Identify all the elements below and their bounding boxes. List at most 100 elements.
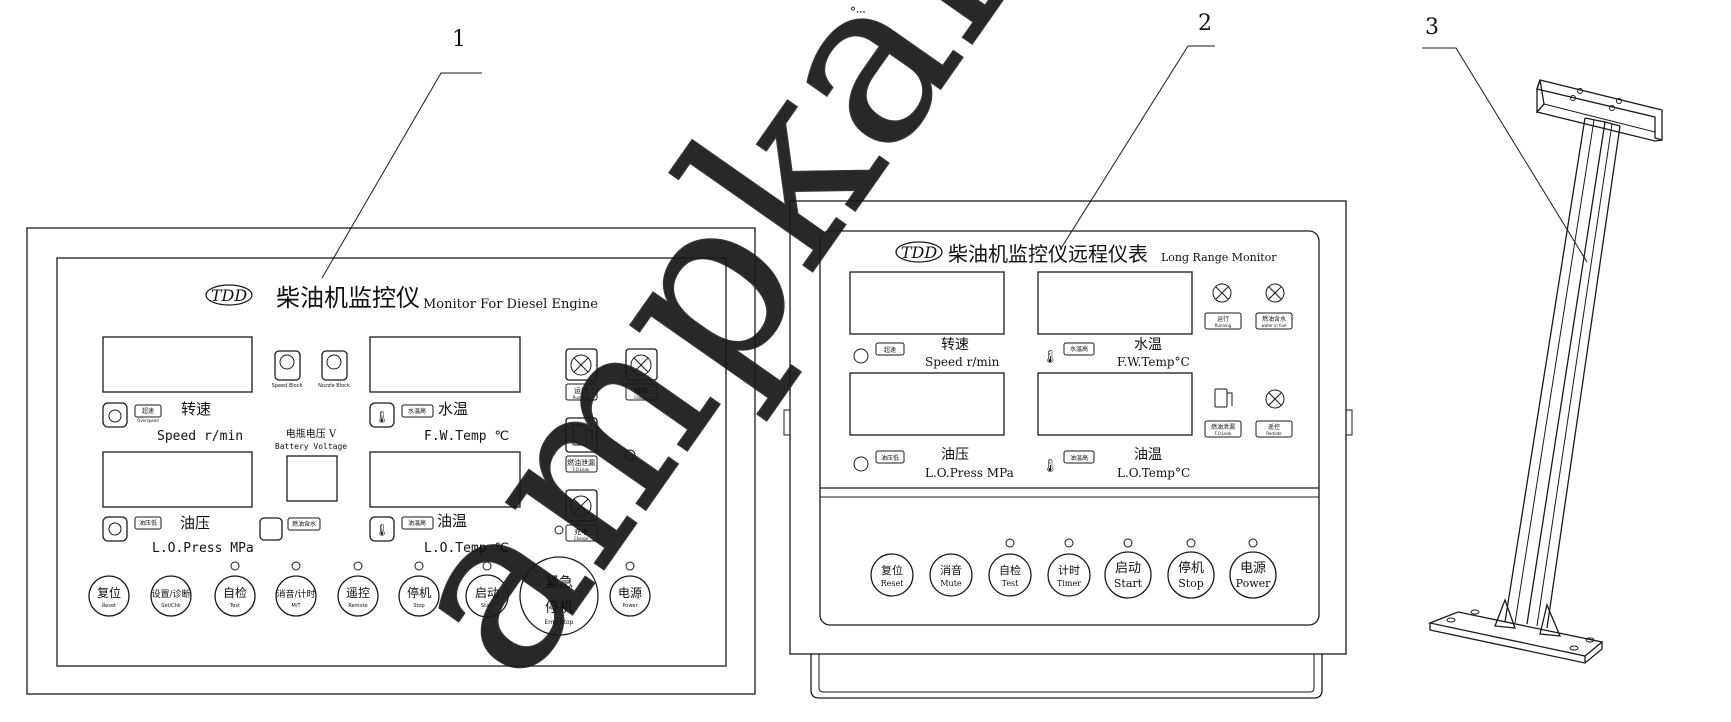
svg-text:复位: 复位	[97, 585, 121, 600]
svg-text:运行: 运行	[1217, 315, 1229, 323]
panel-1-logo: TDD	[205, 284, 253, 306]
mute-timer-button[interactable]: 消音/计时 M/T	[275, 575, 317, 617]
emergency-stop-button[interactable]: 紧急 停机 Emg Stop	[519, 556, 599, 636]
speed-label-en: Speed r/min	[157, 429, 243, 444]
water-in-fuel-icon	[259, 517, 283, 541]
mounting-bracket	[1427, 79, 1663, 664]
start-button[interactable]: 启动 Start	[465, 574, 509, 618]
p2-mute-button[interactable]: 消音 Mute	[929, 553, 973, 597]
panel-1-title-cn: 柴油机监控仪	[276, 284, 420, 312]
p2-oil-pressure-icon	[853, 456, 869, 472]
svg-text:F.O.Leak: F.O.Leak	[1215, 431, 1232, 436]
battery-label-en: Battery Voltage	[275, 442, 347, 451]
power-button[interactable]: 电源 Power	[609, 575, 651, 617]
svg-text:🌡: 🌡	[374, 410, 389, 424]
svg-text:计时: 计时	[1058, 564, 1080, 577]
reset-button[interactable]: 复位 Reset	[88, 575, 130, 617]
p2-oil-pressure-label-en: L.O.Press MPa	[925, 466, 1014, 480]
svg-text:Power: Power	[622, 603, 638, 609]
panel-2-title-en: Long Range Monitor	[1161, 251, 1277, 264]
stop-led	[414, 561, 424, 571]
battery-label-cn: 电瓶电压 V	[286, 427, 337, 440]
nozzle-block-icon	[321, 350, 348, 381]
oil-temp-label-en: L.O.Temp ℃	[424, 541, 509, 556]
svg-text:Remote: Remote	[1266, 431, 1282, 436]
set-check-button[interactable]: 设置/诊断 Set/Chk	[150, 575, 192, 617]
svg-text:紧急: 紧急	[545, 575, 573, 591]
fuel-leak-indicator: 燃油泄漏 F.O.Leak	[565, 417, 598, 473]
svg-text:🌡: 🌡	[374, 523, 389, 537]
p2-overspeed-icon	[853, 348, 869, 364]
test-button[interactable]: 自检 Test	[214, 575, 256, 617]
callout-3: 3	[1425, 15, 1439, 40]
svg-text:Speed Block: Speed Block	[272, 383, 303, 389]
svg-text:Start: Start	[481, 603, 493, 609]
oil-temp-icon	[369, 516, 395, 542]
p2-fw-temp-label-en: F.W.Temp°C	[1117, 355, 1190, 369]
mount-hole	[624, 449, 636, 461]
p2-fw-temp-label-cn: 水温	[1134, 337, 1162, 353]
svg-text:Test: Test	[1002, 579, 1020, 588]
top-mark: °⸱⸱⸱	[850, 5, 866, 19]
svg-text:设置/诊断: 设置/诊断	[151, 588, 190, 600]
svg-text:停机: 停机	[1178, 560, 1204, 576]
svg-text:TDD: TDD	[901, 243, 938, 262]
p2-overspeed-tag	[875, 342, 905, 356]
oil-pressure-tag	[134, 516, 162, 530]
remote-button[interactable]: 遥控 Remote	[337, 575, 379, 617]
panel-2-title-cn: 柴油机监控仪远程仪表	[948, 242, 1148, 266]
svg-text:Running: Running	[1215, 323, 1232, 328]
p2-speed-label-cn: 转速	[941, 337, 969, 353]
p2-timer-button[interactable]: 计时 Timer	[1047, 553, 1091, 597]
p2-oil-pressure-label-cn: 油压	[941, 447, 969, 463]
svg-text:TDD: TDD	[211, 286, 248, 305]
panel-1-outer-frame	[26, 227, 756, 695]
p2-remote-indicator: 遥控 Remote	[1255, 389, 1293, 438]
svg-text:Start: Start	[1114, 577, 1143, 590]
p2-speed-label-en: Speed r/min	[925, 355, 1000, 369]
stop-button[interactable]: 停机 Stop	[398, 575, 440, 617]
p2-fw-temp-tag	[1063, 342, 1095, 356]
svg-text:油温高: 油温高	[1070, 454, 1088, 462]
panel-1-title-en: Monitor For Diesel Engine	[423, 297, 598, 312]
p2-power-button[interactable]: 电源 Power	[1229, 551, 1277, 599]
panel-2-buttons: 复位 Reset 消音 Mute 自检 Test 计时 Timer	[870, 538, 1277, 599]
speed-label-cn: 转速	[181, 400, 211, 418]
fw-temp-icon	[369, 402, 395, 428]
panel-2-inner-frame	[819, 230, 1320, 626]
svg-text:Reset: Reset	[881, 579, 905, 588]
svg-text:消音/计时: 消音/计时	[276, 588, 315, 600]
fw-temp-label-en: F.W.Temp ℃	[424, 429, 509, 444]
p2-fuel-leak-indicator: 燃油泄漏 F.O.Leak	[1204, 388, 1242, 438]
panel-2-logo: TDD	[895, 241, 943, 263]
remote-led	[353, 561, 363, 571]
svg-text:自检: 自检	[223, 585, 247, 600]
emergency-led	[554, 525, 564, 535]
running-indicator: 运行 Running	[565, 348, 598, 401]
svg-text:燃油泄漏: 燃油泄漏	[567, 458, 595, 467]
p2-oil-temp-icon: 🌡	[1042, 458, 1059, 474]
lo-press-display	[102, 451, 253, 508]
speed-display	[102, 336, 253, 393]
svg-text:燃油含水: 燃油含水	[292, 520, 316, 528]
p2-reset-button[interactable]: 复位 Reset	[870, 553, 914, 597]
callout-3-leader	[1422, 47, 1588, 263]
svg-text:燃油含水: 燃油含水	[1262, 315, 1286, 323]
p2-stop-button[interactable]: 停机 Stop	[1167, 551, 1215, 599]
svg-text:复位: 复位	[881, 563, 903, 577]
svg-text:停机: 停机	[407, 585, 431, 600]
p2-start-button[interactable]: 启动 Start	[1104, 551, 1152, 599]
p2-start-led	[1123, 538, 1133, 548]
fw-temp-label-cn: 水温	[438, 400, 468, 418]
svg-text:M/T: M/T	[291, 603, 301, 609]
svg-text:Power: Power	[1236, 577, 1272, 590]
svg-text:电源: 电源	[1240, 561, 1266, 576]
p2-test-button[interactable]: 自检 Test	[988, 553, 1032, 597]
p2-lo-press-display	[849, 372, 1005, 436]
overspeed-icon	[102, 402, 128, 428]
svg-text:Timer: Timer	[1057, 579, 1081, 588]
svg-text:自检: 自检	[999, 563, 1021, 577]
svg-text:Stop: Stop	[1178, 577, 1204, 590]
oil-pressure-icon	[102, 516, 128, 542]
svg-text:消音: 消音	[940, 563, 962, 577]
